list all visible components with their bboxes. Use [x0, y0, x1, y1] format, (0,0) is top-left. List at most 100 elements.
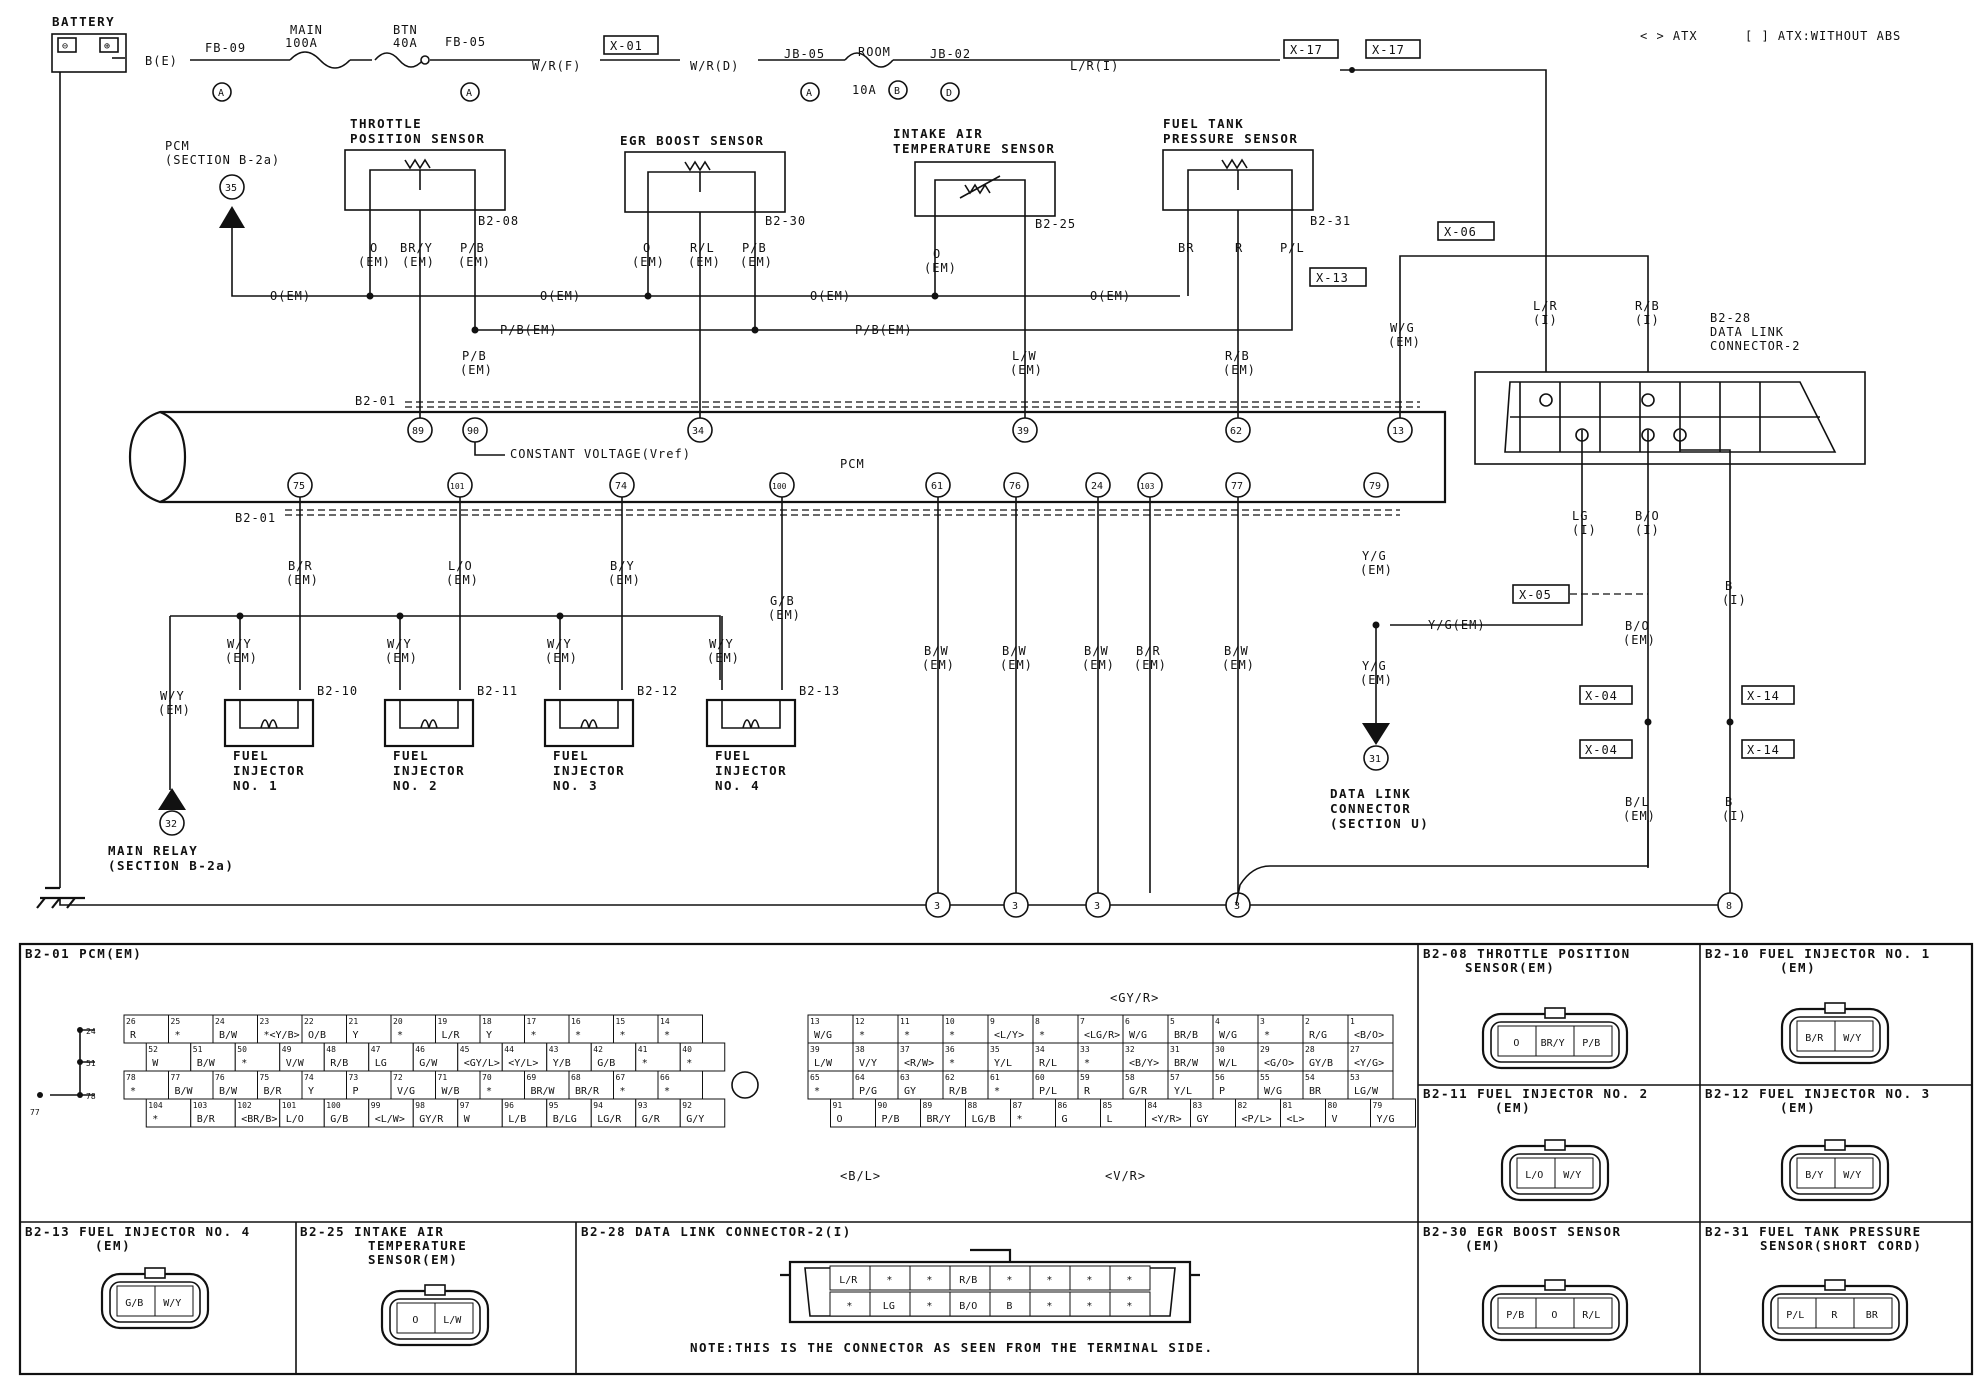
pcm-terminal: 97W [457, 1098, 503, 1128]
svg-text:B: B [1006, 1301, 1012, 1312]
svg-text:39: 39 [1017, 426, 1029, 437]
svg-text:(EM): (EM) [1000, 658, 1033, 672]
dlc-terminal: * [909, 1265, 951, 1291]
svg-text:<Y/R>: <Y/R> [1152, 1114, 1182, 1125]
pcm-terminal: 43Y/B [546, 1042, 592, 1072]
svg-text:B: B [894, 86, 900, 97]
dlc-terminal: R/B [949, 1265, 991, 1291]
pcm-terminal: 93G/R [635, 1098, 681, 1128]
ftp-connector-view: B2-31 FUEL TANK PRESSURE SENSOR(SHORT CO… [1705, 1224, 1922, 1342]
svg-text:⊖: ⊖ [62, 41, 68, 52]
svg-text:W: W [152, 1058, 159, 1069]
svg-text:<Y/L>: <Y/L> [508, 1058, 538, 1069]
svg-text:P/B: P/B [462, 349, 487, 363]
svg-text:B2-31 FUEL TANK PRESSURE: B2-31 FUEL TANK PRESSURE [1705, 1224, 1922, 1239]
svg-text:37: 37 [900, 1045, 910, 1054]
svg-text:*: * [814, 1086, 820, 1097]
svg-text:W/B: W/B [442, 1086, 460, 1097]
svg-text:Y: Y [486, 1030, 492, 1041]
svg-text:O: O [1551, 1310, 1557, 1321]
svg-text:B/W: B/W [924, 644, 949, 658]
svg-text:2: 2 [1305, 1017, 1310, 1026]
svg-text:*: * [241, 1058, 247, 1069]
pcm-terminal: 1<B/O> [1347, 1014, 1394, 1044]
pcm-terminal: 96L/B [501, 1098, 548, 1128]
svg-text:B/W: B/W [197, 1058, 216, 1069]
svg-text:24: 24 [1091, 481, 1103, 492]
svg-text:34: 34 [1035, 1045, 1045, 1054]
svg-text:L/W: L/W [443, 1315, 462, 1326]
x17-box-1: X-17 [1290, 43, 1323, 57]
pcm-terminal: 66* [657, 1070, 703, 1100]
room-fuse-label: ROOM [858, 45, 891, 59]
svg-text:<B/L>: <B/L> [840, 1169, 881, 1183]
svg-text:W/G: W/G [1219, 1030, 1237, 1041]
svg-text:56: 56 [1215, 1073, 1225, 1082]
svg-text:104: 104 [148, 1101, 163, 1110]
svg-text:82: 82 [1238, 1101, 1248, 1110]
svg-text:76: 76 [1009, 481, 1021, 492]
svg-text:W/Y: W/Y [163, 1298, 181, 1309]
svg-text:9: 9 [990, 1017, 995, 1026]
pcm-label: PCM [840, 457, 865, 471]
svg-text:B2-11 FUEL INJECTOR NO. 2: B2-11 FUEL INJECTOR NO. 2 [1423, 1086, 1649, 1101]
battery: BATTERY ⊖⊕ [51, 14, 127, 73]
dlc-ground-label-3: (SECTION U) [1330, 816, 1429, 831]
svg-text:B/R: B/R [288, 559, 313, 573]
ground-wire-3: B/W(EM) [1082, 497, 1114, 893]
pcm-terminal: 58G/R [1122, 1070, 1169, 1100]
pcm-terminal: 55W/G [1257, 1070, 1304, 1100]
svg-text:<Y/G>: <Y/G> [1354, 1058, 1384, 1069]
svg-text:100: 100 [772, 482, 787, 491]
svg-text:L/O: L/O [448, 559, 473, 573]
svg-text:35: 35 [225, 183, 237, 194]
svg-text:W/Y: W/Y [1843, 1170, 1861, 1181]
svg-text:3: 3 [1094, 901, 1100, 912]
svg-text:R: R [1831, 1310, 1838, 1321]
pcm-terminal: 59R [1077, 1070, 1124, 1100]
pcm-terminal: 8* [1032, 1014, 1079, 1044]
svg-text:BR: BR [1309, 1086, 1322, 1097]
pcm-terminal: 74Y [301, 1070, 347, 1100]
pcm-connector-title: B2-01 PCM(EM) [25, 946, 142, 961]
iat-connector-view: B2-25 INTAKE AIR TEMPERATURE SENSOR(EM) … [300, 1224, 490, 1347]
pcm-terminal: 21Y [346, 1014, 392, 1044]
svg-text:B: B [1725, 579, 1733, 593]
svg-text:G: G [1062, 1114, 1068, 1125]
svg-text:<P/L>: <P/L> [1242, 1114, 1272, 1125]
svg-text:W/Y: W/Y [160, 689, 185, 703]
svg-text:BR/Y: BR/Y [927, 1114, 951, 1125]
pcm-terminal: 71W/B [435, 1070, 481, 1100]
svg-text:90: 90 [467, 426, 479, 437]
svg-text:B/Y: B/Y [610, 559, 635, 573]
svg-text:101: 101 [282, 1101, 297, 1110]
dlc-terminal: B/O [949, 1291, 991, 1317]
svg-text:*<Y/B>: *<Y/B> [264, 1030, 300, 1041]
svg-text:B/R: B/R [1136, 644, 1161, 658]
svg-text:A: A [466, 88, 472, 99]
svg-text:G/B: G/B [597, 1058, 615, 1069]
pcm-pin-24: 24 [1085, 472, 1111, 498]
svg-text:P/B: P/B [882, 1114, 900, 1125]
btn-fuse-label: BTN [393, 23, 418, 37]
svg-text:75: 75 [260, 1073, 270, 1082]
svg-text:P/G: P/G [859, 1086, 877, 1097]
pcm-terminal: 48R/B [323, 1042, 370, 1072]
svg-text:41: 41 [638, 1045, 648, 1054]
battery-label: BATTERY [52, 14, 115, 29]
svg-text:(EM): (EM) [922, 658, 955, 672]
pcm-terminal: 99<L/W> [368, 1098, 414, 1128]
pcm-pin-34: 34 [687, 417, 713, 443]
ftp-connector: B2-31 [1310, 214, 1351, 228]
pcm-terminal: 13W/G [807, 1014, 854, 1044]
connector-pin: O [396, 1302, 436, 1334]
pcm-terminal: 85L [1100, 1098, 1146, 1128]
svg-text:40: 40 [682, 1045, 692, 1054]
svg-text:W/G: W/G [1264, 1086, 1282, 1097]
btn-fuse-amp: 40A [393, 36, 418, 50]
pcm-terminal: 23*<Y/B> [257, 1014, 303, 1044]
pcm-terminal: 84<Y/R> [1145, 1098, 1191, 1128]
